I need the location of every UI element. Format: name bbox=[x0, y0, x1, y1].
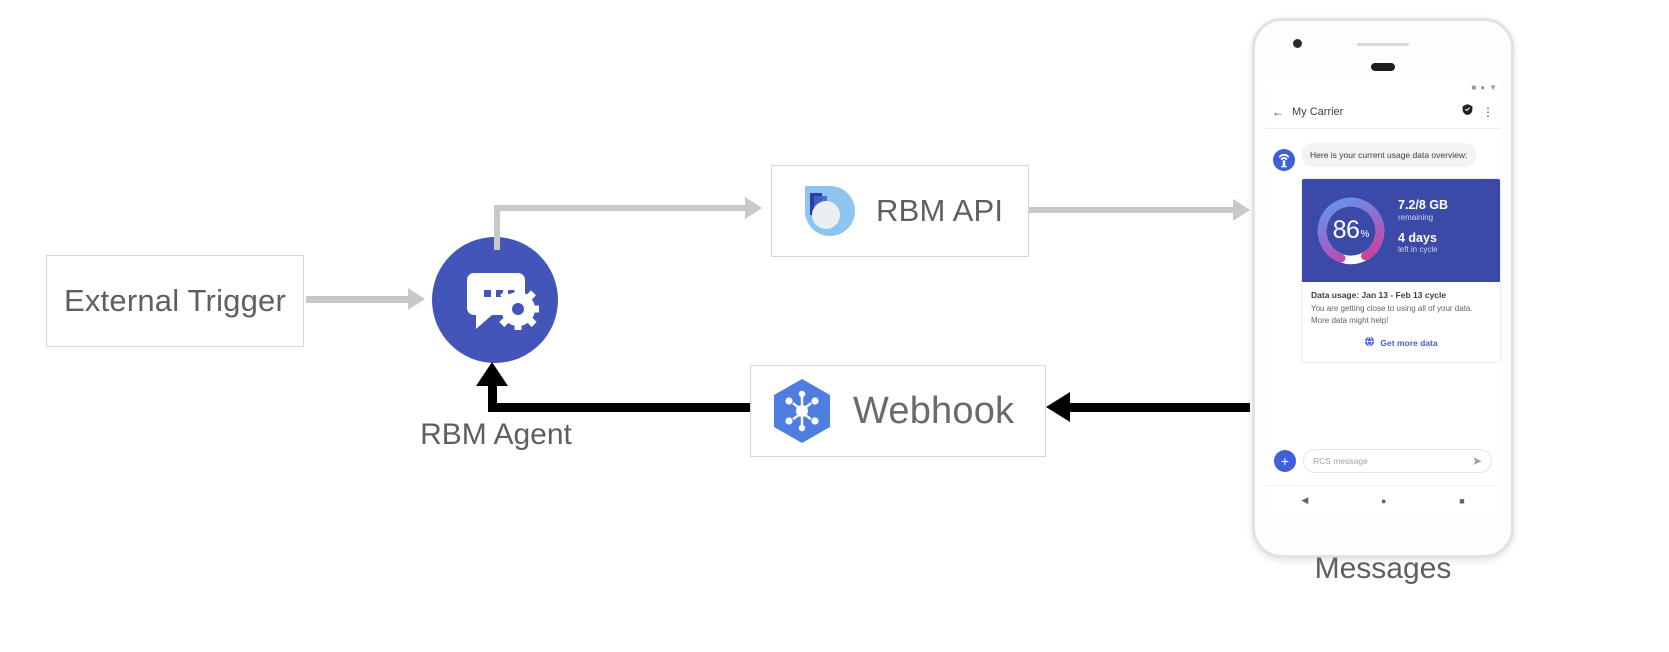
status-bar: ■ ● ▼ bbox=[1265, 81, 1501, 95]
rbm-api-label: RBM API bbox=[876, 193, 1004, 228]
rich-card-body: Data usage: Jan 13 - Feb 13 cycle You ar… bbox=[1302, 282, 1500, 362]
stat-data-remaining-value: 7.2/8 GB bbox=[1398, 198, 1449, 213]
webhook-label: Webhook bbox=[853, 389, 1015, 432]
get-more-data-button[interactable]: Get more data bbox=[1311, 326, 1491, 356]
arrow-webhook-to-agent-horizontal bbox=[488, 403, 750, 412]
arrow-trigger-to-agent-line bbox=[306, 296, 410, 303]
rbm-agent-label: RBM Agent bbox=[420, 418, 572, 451]
arrow-api-to-phone-head bbox=[1233, 199, 1250, 221]
phone-device: ■ ● ▼ ← My Carrier ⋮ bbox=[1252, 18, 1514, 558]
rcs-message-placeholder: RCS message bbox=[1313, 456, 1368, 466]
arrow-trigger-to-agent-head bbox=[408, 288, 425, 310]
arrow-agent-to-api-horizontal bbox=[494, 205, 746, 211]
rich-card-hero: 86 % 7.2/8 GB remaining 4 days left in c… bbox=[1302, 179, 1500, 282]
nav-home-icon[interactable]: ● bbox=[1381, 495, 1387, 506]
hero-stats: 7.2/8 GB remaining 4 days left in cycle bbox=[1398, 198, 1490, 263]
app-bar: ← My Carrier ⋮ bbox=[1265, 95, 1501, 129]
arrow-agent-to-api-head bbox=[745, 197, 762, 219]
battery-icon: ▼ bbox=[1489, 83, 1497, 92]
webhook-node[interactable]: Webhook bbox=[750, 365, 1046, 457]
phone-earpiece bbox=[1371, 63, 1395, 71]
wifi-icon: ● bbox=[1480, 83, 1486, 92]
stat-days-left-value: 4 days bbox=[1398, 230, 1437, 245]
arrow-agent-to-api-vertical bbox=[494, 205, 500, 250]
phone-screen: ■ ● ▼ ← My Carrier ⋮ bbox=[1265, 81, 1501, 515]
gauge-unit: % bbox=[1360, 229, 1370, 240]
add-attachment-button[interactable]: + bbox=[1274, 450, 1296, 472]
chat-gear-icon bbox=[467, 273, 539, 330]
stat-days-left-caption: left in cycle bbox=[1398, 244, 1438, 254]
message-row: Here is your current usage data overview… bbox=[1273, 143, 1493, 171]
gauge-text: 86 % bbox=[1312, 192, 1390, 270]
phone-camera-icon bbox=[1293, 39, 1302, 48]
message-composer: + RCS message ➤ bbox=[1265, 441, 1501, 481]
get-more-data-label: Get more data bbox=[1380, 338, 1438, 349]
webhook-hexagon-icon bbox=[765, 374, 839, 448]
rbm-agent-node[interactable] bbox=[432, 237, 558, 363]
arrow-api-to-phone-line bbox=[1029, 207, 1235, 213]
arrow-webhook-to-agent-head bbox=[476, 362, 508, 386]
rcs-message-input[interactable]: RCS message ➤ bbox=[1303, 449, 1492, 473]
globe-icon bbox=[1364, 334, 1375, 352]
messages-caption: Messages bbox=[1314, 552, 1452, 585]
shield-check-icon bbox=[1461, 103, 1474, 121]
cell-tower-icon bbox=[1273, 149, 1295, 171]
gauge-value: 86 bbox=[1332, 216, 1360, 244]
conversation-area: Here is your current usage data overview… bbox=[1265, 129, 1501, 370]
nav-back-icon[interactable]: ◀ bbox=[1301, 495, 1309, 505]
rbm-api-droplet-icon bbox=[790, 176, 860, 246]
back-icon[interactable]: ← bbox=[1272, 104, 1284, 119]
external-trigger-node[interactable]: External Trigger bbox=[46, 255, 304, 347]
incoming-message-bubble: Here is your current usage data overview… bbox=[1301, 143, 1477, 168]
rbm-api-node[interactable]: RBM API bbox=[771, 165, 1029, 257]
data-usage-gauge: 86 % bbox=[1312, 192, 1390, 270]
android-nav-bar: ◀ ● ■ bbox=[1265, 485, 1501, 515]
arrow-phone-to-webhook-head bbox=[1046, 392, 1070, 422]
rich-card-description: You are getting close to using all of yo… bbox=[1311, 304, 1473, 325]
rich-card-title: Data usage: Jan 13 - Feb 13 cycle bbox=[1311, 290, 1447, 300]
overflow-menu-icon[interactable]: ⋮ bbox=[1482, 104, 1494, 119]
signal-icon: ■ bbox=[1471, 83, 1477, 92]
send-icon[interactable]: ➤ bbox=[1471, 454, 1482, 468]
app-bar-title: My Carrier bbox=[1292, 105, 1344, 118]
nav-recents-icon[interactable]: ■ bbox=[1459, 495, 1465, 506]
stat-data-remaining-caption: remaining bbox=[1398, 212, 1434, 222]
arrow-webhook-to-agent-vertical bbox=[488, 384, 497, 412]
external-trigger-label: External Trigger bbox=[63, 283, 287, 318]
phone-speaker-grill bbox=[1357, 43, 1409, 46]
arrow-phone-to-webhook-line bbox=[1070, 403, 1250, 412]
rich-card[interactable]: 86 % 7.2/8 GB remaining 4 days left in c… bbox=[1301, 178, 1501, 364]
